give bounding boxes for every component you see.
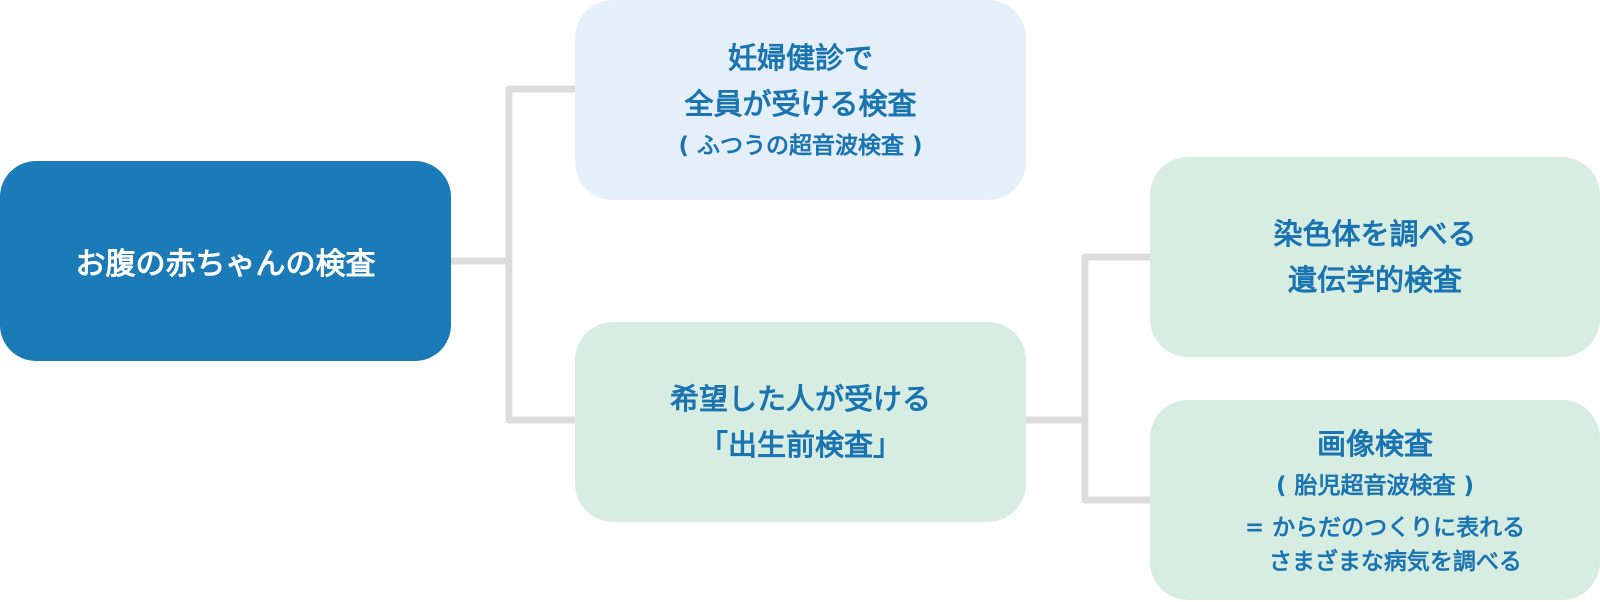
imaging-test-note-line2: さまざまな病気を調べる [1244, 549, 1522, 575]
routine-checkup-subtitle: ( ふつうの超音波検査 ) [678, 133, 923, 159]
routine-checkup-title-line2: 全員が受ける検査 [684, 87, 917, 121]
genetic-test-title-line2: 遺伝学的検査 [1287, 263, 1462, 297]
imaging-test-note-line1: = からだのつくりに表れる [1244, 515, 1526, 541]
imaging-test-node: 画像検査 ( 胎児超音波検査 ) = からだのつくりに表れる さまざまな病気を調… [1150, 400, 1600, 600]
prenatal-testing-title-line2: 「出生前検査」 [698, 428, 902, 462]
imaging-test-title: 画像検査 [1316, 427, 1433, 461]
prenatal-testing-title-line1: 希望した人が受ける [669, 382, 931, 416]
connector-prenatal-bracket [1081, 253, 1150, 504]
genetic-test-title-line1: 染色体を調べる [1273, 217, 1477, 251]
imaging-test-note: = からだのつくりに表れる さまざまな病気を調べる [1245, 511, 1525, 579]
connector-root-bracket [505, 85, 575, 424]
prenatal-testing-node: 希望した人が受ける 「出生前検査」 [575, 322, 1026, 522]
imaging-test-subtitle: ( 胎児超音波検査 ) [1275, 473, 1475, 499]
routine-checkup-node: 妊婦健診で 全員が受ける検査 ( ふつうの超音波検査 ) [575, 0, 1026, 200]
root-node: お腹の赤ちゃんの検査 [0, 161, 451, 361]
root-label: お腹の赤ちゃんの検査 [75, 247, 376, 282]
genetic-test-node: 染色体を調べる 遺伝学的検査 [1150, 157, 1600, 357]
routine-checkup-title-line1: 妊婦健診で [727, 41, 873, 75]
